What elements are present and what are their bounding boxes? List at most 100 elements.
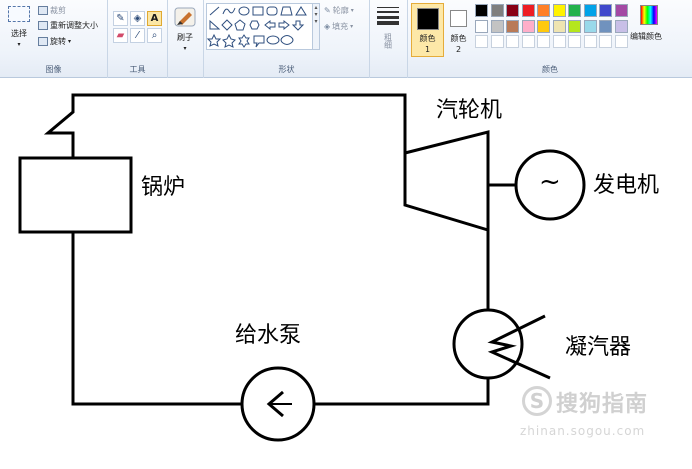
colors-group: 颜色: [408, 0, 692, 78]
turbine-label: 汽轮机: [436, 98, 503, 123]
generator-circle: [514, 149, 586, 221]
resize-button[interactable]: 重新调整大小: [38, 20, 98, 31]
brush-label: 刷子: [177, 33, 193, 42]
crop-label: 裁剪: [50, 6, 66, 15]
outline-button[interactable]: ✎ 轮廓 ▾: [324, 5, 354, 16]
rotate-icon: [38, 37, 48, 46]
outline-icon: ✎: [324, 6, 331, 15]
pencil-tool[interactable]: ✎: [113, 11, 128, 26]
custom-color-slot[interactable]: [552, 35, 566, 48]
fill-label: 填充: [332, 22, 349, 31]
color-swatch[interactable]: [521, 4, 535, 17]
boiler-label: 锅炉: [141, 175, 186, 200]
tools-group: ✎ ◈ A ▰ ⁄ ⌕ 工具: [108, 0, 168, 78]
size-label: 粗细: [383, 33, 393, 49]
color-swatch[interactable]: [614, 19, 628, 33]
steam-pipe: [43, 93, 407, 158]
color-picker-tool[interactable]: ⁄: [130, 28, 145, 43]
turbine-shape: [403, 130, 490, 233]
brush-icon: [174, 7, 196, 27]
pencil-icon: ✎: [116, 13, 125, 24]
resize-label: 重新调整大小: [50, 21, 98, 30]
color-swatch[interactable]: [599, 4, 612, 17]
pump-label: 给水泵: [235, 323, 302, 348]
color2-swatch: [450, 10, 467, 27]
shapes-group: 形状: [204, 0, 370, 78]
text-icon: A: [150, 13, 159, 24]
color-swatch[interactable]: [583, 4, 597, 17]
shapes-gallery-icons: [207, 6, 307, 48]
color-swatch[interactable]: [599, 19, 612, 33]
custom-color-slot[interactable]: [599, 35, 612, 48]
color-swatch[interactable]: [506, 4, 519, 17]
color-swatch[interactable]: [537, 19, 550, 33]
magnifier-tool[interactable]: ⌕: [147, 28, 162, 43]
custom-color-slot[interactable]: [583, 35, 597, 48]
fill-icon: ◈: [324, 22, 331, 31]
eraser-icon: ▰: [116, 30, 125, 41]
edit-colors-icon[interactable]: [640, 5, 658, 25]
shapes-gallery[interactable]: [206, 3, 314, 50]
custom-color-slot[interactable]: [506, 35, 519, 48]
color-swatch[interactable]: [614, 4, 628, 17]
text-tool[interactable]: A: [147, 11, 162, 26]
edit-colors-label: 编辑颜色: [630, 32, 662, 41]
magnifier-icon: ⌕: [151, 30, 158, 41]
custom-color-slot[interactable]: [614, 35, 628, 48]
outline-label: 轮廓: [332, 6, 349, 15]
color1-button[interactable]: 颜色 1: [411, 3, 444, 57]
color-swatch[interactable]: [537, 4, 550, 17]
color-swatch[interactable]: [475, 19, 488, 33]
condensate-pipe: [315, 378, 490, 406]
boiler-box: [18, 156, 133, 234]
color-swatch[interactable]: [490, 19, 504, 33]
custom-color-slot[interactable]: [568, 35, 581, 48]
crop-icon: [38, 6, 48, 15]
size-button[interactable]: 粗细: [376, 5, 400, 49]
image-group-label: 图像: [45, 65, 62, 74]
color-swatch[interactable]: [552, 19, 566, 33]
condenser-circle: [452, 308, 524, 380]
custom-color-slot[interactable]: [537, 35, 550, 48]
color2-label: 颜色 2: [450, 34, 467, 54]
chevron-down-icon: ▾: [350, 23, 354, 30]
chevron-down-icon: ▾: [17, 41, 21, 48]
edit-colors-button[interactable]: 编辑颜色: [630, 31, 662, 42]
color-swatch[interactable]: [552, 4, 566, 17]
tools-group-label: 工具: [129, 65, 146, 74]
fill-tool[interactable]: ◈: [130, 11, 145, 26]
power-plant-diagram: [18, 93, 586, 442]
resize-icon: [38, 21, 48, 30]
color1-swatch: [417, 8, 439, 30]
rotate-label: 旋转: [50, 37, 66, 46]
color-swatch[interactable]: [475, 4, 488, 17]
ribbon: 选择 ▾ 裁剪 重新调整大小 旋转 ▾ 图像 ✎ ◈ A ▰ ⁄ ⌕ 工具: [0, 0, 692, 78]
shapes-gallery-scroll[interactable]: ▴▾▾: [312, 3, 320, 50]
generator-label: 发电机: [593, 173, 660, 198]
eraser-tool[interactable]: ▰: [113, 28, 128, 43]
chevron-down-icon: ▾: [68, 38, 72, 45]
condenser-coil: [487, 314, 551, 380]
custom-color-slot[interactable]: [521, 35, 535, 48]
select-label: 选择: [11, 29, 27, 38]
color-swatch[interactable]: [521, 19, 535, 33]
drawing-canvas[interactable]: 锅炉 汽轮机 发电机 ~ 给水泵 凝汽器: [0, 79, 692, 469]
image-group: 选择 ▾ 裁剪 重新调整大小 旋转 ▾ 图像: [0, 0, 108, 78]
color2-button[interactable]: 颜色 2: [442, 3, 475, 57]
crop-button[interactable]: 裁剪: [38, 5, 66, 16]
color-swatch[interactable]: [568, 4, 581, 17]
color-swatch[interactable]: [506, 19, 519, 33]
select-button[interactable]: 选择 ▾: [8, 6, 30, 48]
size-group: 粗细: [370, 0, 408, 78]
color-swatch[interactable]: [568, 19, 581, 33]
chevron-down-icon: ▾: [350, 7, 354, 14]
color1-label: 颜色 1: [419, 34, 436, 54]
fill-button[interactable]: ◈ 填充 ▾: [324, 21, 353, 32]
color-picker-icon: ⁄: [136, 30, 139, 41]
brush-button[interactable]: 刷子 ▾: [173, 6, 197, 52]
custom-color-slot[interactable]: [475, 35, 488, 48]
custom-color-slot[interactable]: [490, 35, 504, 48]
color-swatch[interactable]: [490, 4, 504, 17]
color-swatch[interactable]: [583, 19, 597, 33]
rotate-button[interactable]: 旋转 ▾: [38, 36, 71, 47]
